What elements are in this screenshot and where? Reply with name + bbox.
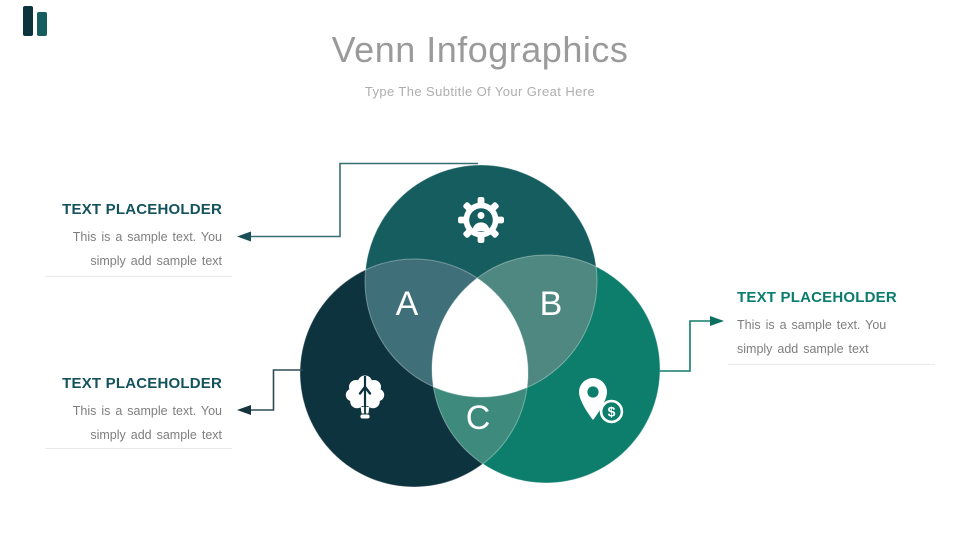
callout-heading: TEXT PLACEHOLDER — [62, 375, 222, 392]
connector-right — [659, 320, 711, 372]
callout-body-line2: simply add sample text — [737, 342, 869, 356]
connector-top-left — [250, 162, 478, 238]
callout-heading: TEXT PLACEHOLDER — [737, 289, 897, 306]
page-subtitle: Type The Subtitle Of Your Great Here — [364, 84, 596, 99]
callout-body-line2: simply add sample text — [90, 428, 222, 442]
callout-body-line1: This is a sample text. You — [72, 404, 222, 418]
callout-body-line1: This is a sample text. You — [72, 230, 222, 244]
logo-bar-right — [37, 12, 47, 36]
callout-bottom-left: TEXT PLACEHOLDER This is a sample text. … — [45, 375, 232, 449]
venn-outline-bottom-left — [299, 258, 529, 488]
callout-right: TEXT PLACEHOLDER This is a sample text. … — [728, 289, 935, 365]
arrowhead-left-top-icon — [237, 231, 251, 242]
brain-idea-icon — [345, 375, 385, 419]
callout-heading: TEXT PLACEHOLDER — [62, 201, 222, 218]
dollar-coin-icon — [599, 399, 624, 424]
venn-letter-c: C — [466, 399, 491, 437]
callout-body-line1: This is a sample text. You — [737, 318, 887, 332]
money-location-icon: $ — [579, 378, 624, 424]
arrowhead-left-bottom-icon — [237, 405, 251, 415]
venn-outline-top — [364, 164, 598, 398]
callout-top-left: TEXT PLACEHOLDER This is a sample text. … — [45, 201, 232, 277]
page-title: Venn Infographics — [331, 29, 629, 70]
dollar-sign: $ — [608, 404, 616, 420]
arrowhead-right-icon — [710, 316, 724, 326]
venn-letter-b: B — [540, 285, 563, 323]
venn-letter-a: A — [396, 285, 419, 323]
callout-body-line2: simply add sample text — [90, 254, 222, 268]
user-gear-icon — [458, 197, 504, 243]
connector-bottom-left — [250, 369, 303, 411]
venn-outline-bottom-right — [431, 254, 661, 484]
venn-center — [432, 259, 528, 397]
logo-bar-left — [23, 6, 33, 36]
